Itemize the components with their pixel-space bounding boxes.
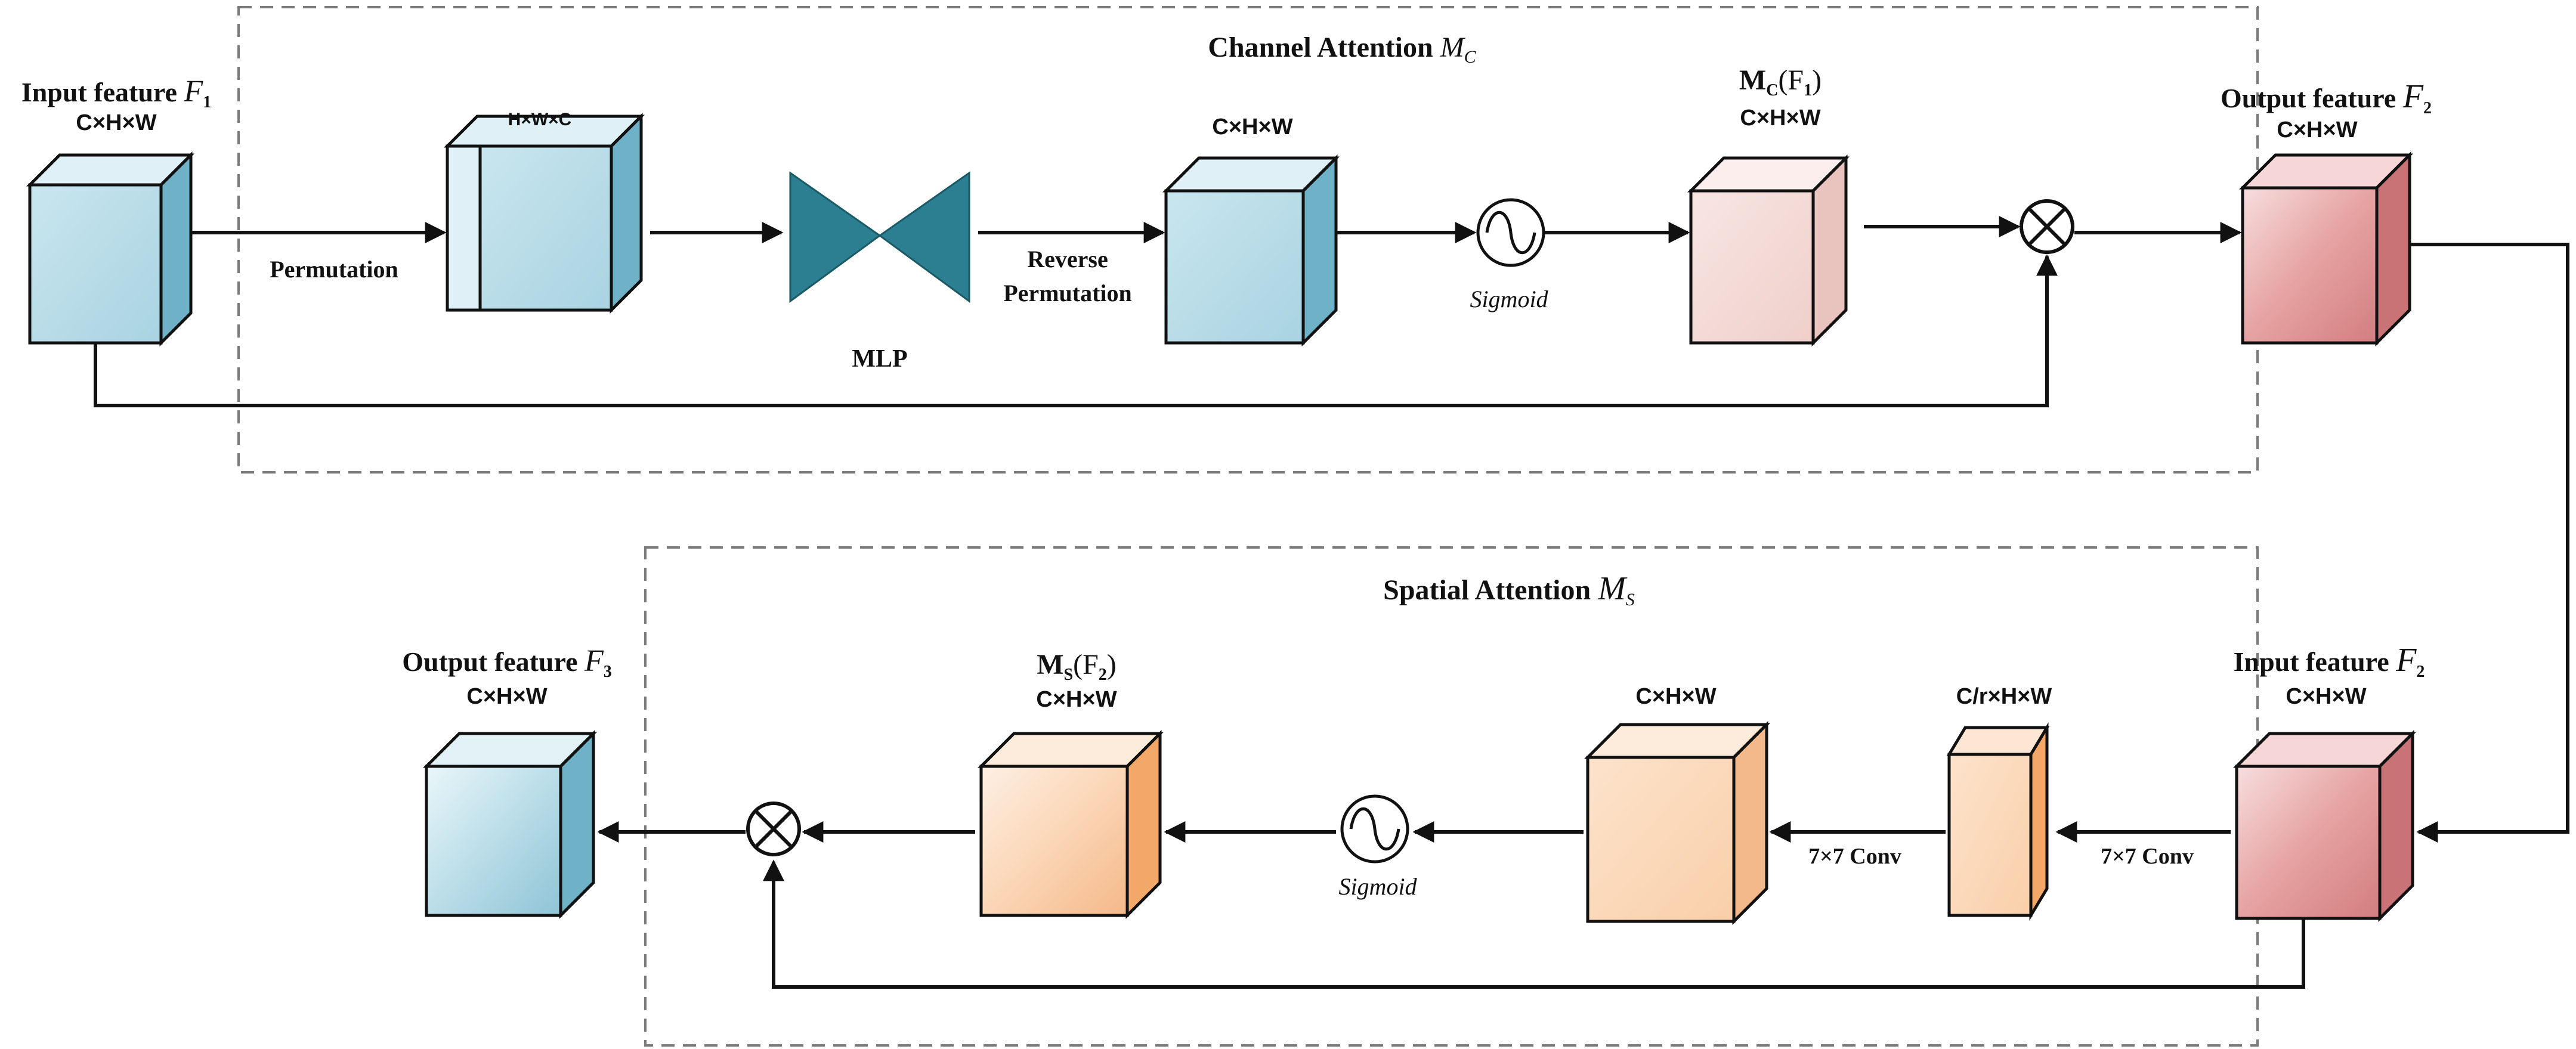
- input-f2-dims: C×H×W: [2286, 684, 2366, 709]
- channel-flow-arrows: [94, 216, 2569, 843]
- output-f2-dims: C×H×W: [2277, 117, 2357, 143]
- spatial-map-cube: [977, 729, 1164, 920]
- output-f2-label: Output feature F2: [2221, 78, 2432, 117]
- channel-map-label: MC(F1): [1739, 64, 1822, 100]
- input-feature-f1-cube: [26, 151, 195, 347]
- channel-sigmoid-label: Sigmoid: [1470, 286, 1548, 312]
- restored-feature-cube: [1162, 154, 1340, 347]
- input-f1-dims: C×H×W: [76, 110, 156, 135]
- channel-sigmoid-node: [1476, 198, 1545, 267]
- output-f3-dims: C×H×W: [466, 684, 547, 709]
- channel-map-cube: [1687, 154, 1850, 347]
- input-feature-f2-cube: [2232, 729, 2417, 923]
- mlp-bowtie: [789, 171, 970, 303]
- channel-multiply-node: [2020, 199, 2074, 254]
- conv-output-cube: [1584, 720, 1771, 926]
- channel-map-dims: C×H×W: [1740, 106, 1820, 131]
- restored-dims: C×H×W: [1212, 115, 1292, 140]
- conv-output-dims: C×H×W: [1635, 684, 1716, 709]
- permutation-label: Permutation: [270, 256, 398, 283]
- spatial-sigmoid-label: Sigmoid: [1338, 873, 1417, 900]
- output-f3-label: Output feature F3: [402, 644, 612, 681]
- input-f2-label: Input feature F2: [2234, 642, 2425, 681]
- spatial-sigmoid-node: [1340, 794, 1409, 864]
- reduced-feature-cube: [1946, 722, 2050, 921]
- input-f1-label: Input feature F1: [21, 75, 211, 112]
- reduced-dims: C/r×H×W: [1956, 684, 2052, 709]
- permuted-dims: H×W×C: [508, 110, 572, 129]
- conv2-label: 7×7 Conv: [1808, 844, 1901, 869]
- spatial-flow-arrows: [597, 821, 2305, 989]
- output-feature-f2-cube: [2238, 151, 2414, 347]
- mlp-label: MLP: [852, 345, 907, 373]
- channel-attention-title: Channel Attention MC: [1208, 32, 1476, 67]
- reverse-permutation-label-2: Permutation: [1003, 280, 1132, 307]
- conv1-label: 7×7 Conv: [2101, 844, 2194, 869]
- spatial-attention-box: [644, 546, 2259, 1047]
- permuted-feature-cube: [443, 112, 645, 314]
- spatial-multiply-node: [746, 802, 801, 856]
- spatial-map-dims: C×H×W: [1036, 687, 1117, 712]
- output-feature-f3-cube: [422, 729, 598, 920]
- channel-attention-box: [237, 6, 2259, 474]
- reverse-permutation-label-1: Reverse: [1027, 246, 1108, 273]
- spatial-attention-title: Spatial Attention MS: [1383, 570, 1635, 609]
- spatial-map-label: MS(F2): [1037, 649, 1117, 684]
